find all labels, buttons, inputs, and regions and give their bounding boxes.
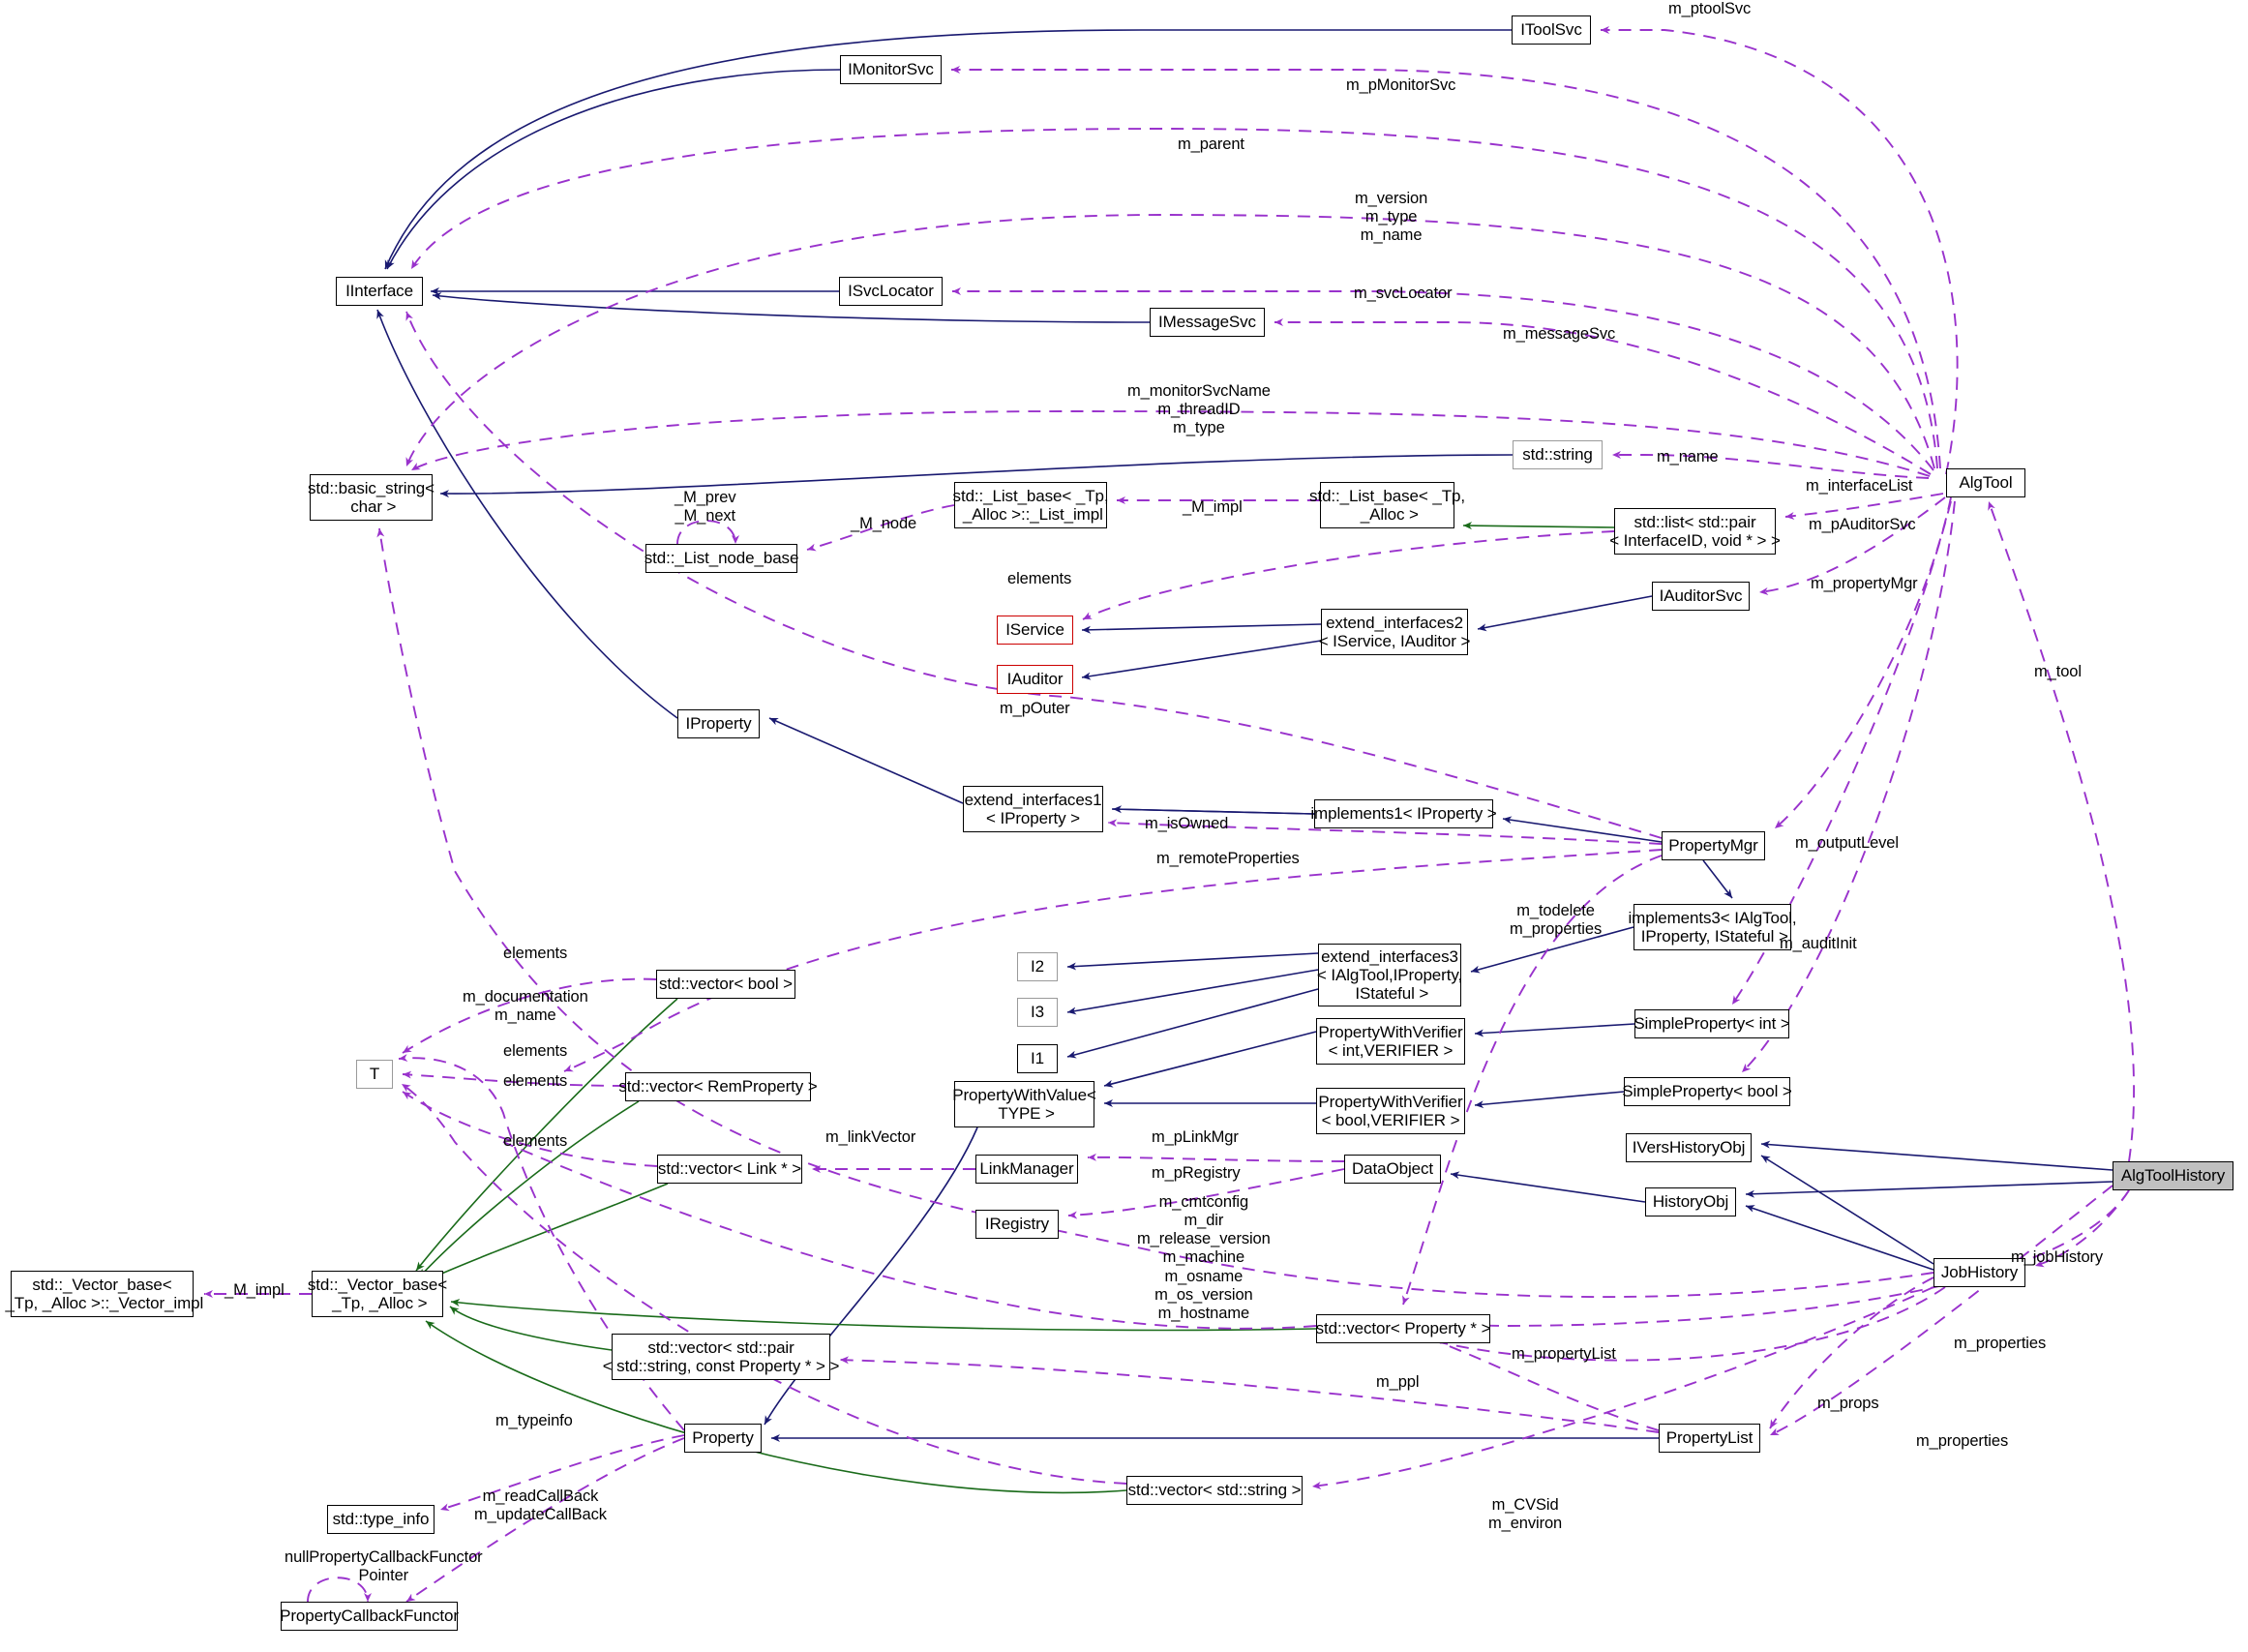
node-std-vector-property-ptr[interactable]: std::vector< Property * >	[1316, 1314, 1491, 1343]
edge-label-m-isowned: m_isOwned	[1145, 815, 1229, 832]
node-std-vector-pair-string-property[interactable]: std::vector< std::pair < std::string, co…	[603, 1334, 839, 1380]
node-std-vector-bool[interactable]: std::vector< bool >	[656, 970, 795, 999]
edge-label-m-auditinit: m_auditInit	[1780, 935, 1857, 952]
edge-label-m-propertymgr: m_propertyMgr	[1811, 575, 1918, 592]
node-std-vector-link[interactable]: std::vector< Link * >	[657, 1155, 802, 1184]
node-std-vector-base-vector-impl[interactable]: std::_Vector_base< _Tp, _Alloc >::_Vecto…	[5, 1271, 203, 1317]
edge-label-m-cvsid-m-environ: m_CVSid m_environ	[1488, 1496, 1563, 1533]
node-dataobject[interactable]: DataObject	[1344, 1155, 1441, 1184]
node-std-string[interactable]: std::string	[1513, 440, 1603, 469]
node-std-vector-base[interactable]: std::_Vector_base< _Tp, _Alloc >	[308, 1271, 447, 1317]
edge-label-m-typeinfo: m_typeinfo	[495, 1412, 573, 1429]
edge-label-m-ppl: m_ppl	[1376, 1373, 1420, 1391]
edge-label-m-node: _M_node	[851, 515, 917, 532]
node-i3[interactable]: I3	[1017, 998, 1058, 1027]
node-implements3[interactable]: implements3< IAlgTool, IProperty, IState…	[1628, 904, 1797, 950]
edge-label-m-impl-list: _M_impl	[1183, 498, 1243, 516]
node-iproperty[interactable]: IProperty	[677, 709, 760, 738]
edge-label-m-prev-m-next: _M_prev _M_next	[674, 489, 736, 526]
edge-label-m-jobhistory: m_jobHistory	[2011, 1248, 2104, 1266]
edge-label-m-propertylist: m_propertyList	[1512, 1345, 1616, 1363]
edge-label-m-interfacelist: m_interfaceList	[1806, 477, 1913, 495]
node-itoolsvc[interactable]: IToolSvc	[1512, 15, 1591, 45]
node-i2[interactable]: I2	[1017, 952, 1058, 981]
edge-label-m-pauditorsvc: m_pAuditorSvc	[1809, 516, 1916, 533]
edge-label-m-properties-job: m_properties	[1916, 1432, 2009, 1450]
node-imessagesvc[interactable]: IMessageSvc	[1150, 308, 1265, 337]
node-std-list-pair-interfaceid[interactable]: std::list< std::pair < InterfaceID, void…	[1609, 508, 1781, 555]
node-std-list-base-list-impl[interactable]: std::_List_base< _Tp, _Alloc >::_List_im…	[953, 482, 1109, 528]
node-imonitorsvc[interactable]: IMonitorSvc	[840, 55, 942, 84]
node-t[interactable]: T	[356, 1060, 393, 1089]
edge-label-m-plinkmgr: m_pLinkMgr	[1152, 1128, 1239, 1146]
node-std-type-info[interactable]: std::type_info	[327, 1505, 435, 1534]
edge-label-m-pmonitorsvc: m_pMonitorSvc	[1346, 76, 1456, 94]
node-property[interactable]: Property	[684, 1424, 762, 1453]
edge-label-m-cmtconfig-block: m_cmtconfig m_dir m_release_version m_ma…	[1137, 1193, 1271, 1322]
node-propertymgr[interactable]: PropertyMgr	[1662, 831, 1765, 860]
node-std-list-node-base[interactable]: std::_List_node_base	[644, 544, 798, 573]
node-linkmanager[interactable]: LinkManager	[975, 1155, 1078, 1184]
node-iversHistoryobj[interactable]: IVersHistoryObj	[1626, 1133, 1752, 1162]
node-iregistry[interactable]: IRegistry	[975, 1210, 1059, 1239]
edge-label-m-remoteproperties: m_remoteProperties	[1156, 850, 1300, 867]
edge-label-m-ptoolsvc: m_ptoolSvc	[1668, 0, 1752, 17]
node-std-vector-string[interactable]: std::vector< std::string >	[1126, 1476, 1303, 1505]
edge-label-m-svclocator: m_svcLocator	[1354, 285, 1453, 302]
edge-label-elements-iservice: elements	[1007, 570, 1072, 587]
node-simpleproperty-int[interactable]: SimpleProperty< int >	[1634, 1009, 1790, 1038]
edge-label-elements-remproperty: elements	[503, 1042, 568, 1060]
edge-label-m-parent: m_parent	[1178, 135, 1244, 153]
node-i1[interactable]: I1	[1017, 1044, 1058, 1073]
edge-label-m-todelete-m-properties: m_todelete m_properties	[1510, 902, 1603, 939]
edge-label-elements-link: elements	[503, 1132, 568, 1150]
edge-label-m-version-type-name: m_version m_type m_name	[1355, 190, 1428, 245]
node-extend-interfaces1[interactable]: extend_interfaces1 < IProperty >	[963, 786, 1103, 832]
edge-label-m-documentation-m-name: m_documentation m_name	[463, 988, 588, 1025]
node-iinterface[interactable]: IInterface	[336, 277, 423, 306]
node-iservice[interactable]: IService	[997, 616, 1073, 645]
edge-label-m-linkvector: m_linkVector	[825, 1128, 916, 1146]
node-algtoolhistory[interactable]: AlgToolHistory	[2113, 1161, 2233, 1190]
node-std-vector-remproperty[interactable]: std::vector< RemProperty >	[618, 1072, 818, 1101]
edge-label-m-props: m_props	[1817, 1395, 1879, 1412]
edge-label-m-messagesvc: m_messageSvc	[1503, 325, 1616, 343]
edge-label-m-impl-vector: _M_impl	[225, 1281, 285, 1299]
node-propertycallbackfunctor[interactable]: PropertyCallbackFunctor	[280, 1602, 459, 1631]
node-propertylist[interactable]: PropertyList	[1659, 1424, 1760, 1453]
node-jobhistory[interactable]: JobHistory	[1933, 1258, 2025, 1287]
edge-label-m-properties-right: m_properties	[1954, 1335, 2047, 1352]
node-propertywithverifier-bool[interactable]: PropertyWithVerifier < bool,VERIFIER >	[1316, 1088, 1465, 1134]
node-propertywithvalue-type[interactable]: PropertyWithValue< TYPE >	[952, 1081, 1096, 1127]
edge-label-m-readcallback-updatecallback: m_readCallBack m_updateCallBack	[474, 1487, 607, 1524]
node-iauditorsvc[interactable]: IAuditorSvc	[1652, 582, 1750, 611]
edge-label-m-tool: m_tool	[2034, 663, 2082, 680]
node-algtool[interactable]: AlgTool	[1946, 468, 2025, 497]
edge-label-m-pouter: m_pOuter	[1000, 700, 1070, 717]
edge-label-nullpropertycallbackfunctorpointer: nullPropertyCallbackFunctor Pointer	[285, 1548, 483, 1585]
node-simpleproperty-bool[interactable]: SimpleProperty< bool >	[1622, 1077, 1792, 1106]
edge-label-m-name-string: m_name	[1657, 448, 1719, 466]
edge-label-elements-bool: elements	[503, 945, 568, 962]
node-propertywithverifier-int[interactable]: PropertyWithVerifier < int,VERIFIER >	[1316, 1018, 1465, 1065]
node-implements1-iproperty[interactable]: implements1< IProperty >	[1310, 799, 1497, 828]
node-extend-interfaces3[interactable]: extend_interfaces3 < IAlgTool,IProperty,…	[1317, 944, 1462, 1006]
node-historyobj[interactable]: HistoryObj	[1645, 1187, 1736, 1216]
edge-label-m-outputlevel: m_outputLevel	[1795, 834, 1899, 852]
edge-label-m-pregistry: m_pRegistry	[1152, 1164, 1241, 1182]
node-std-list-base[interactable]: std::_List_base< _Tp, _Alloc >	[1309, 482, 1465, 528]
edge-label-m-monitorsvcname-block: m_monitorSvcName m_threadID m_type	[1127, 382, 1271, 437]
edge-label-elements-t3: elements	[503, 1072, 568, 1090]
node-isvclocator[interactable]: ISvcLocator	[839, 277, 943, 306]
node-iauditor[interactable]: IAuditor	[997, 665, 1073, 694]
node-extend-interfaces2[interactable]: extend_interfaces2 < IService, IAuditor …	[1319, 609, 1470, 655]
node-std-basic-string[interactable]: std::basic_string< char >	[308, 474, 435, 521]
